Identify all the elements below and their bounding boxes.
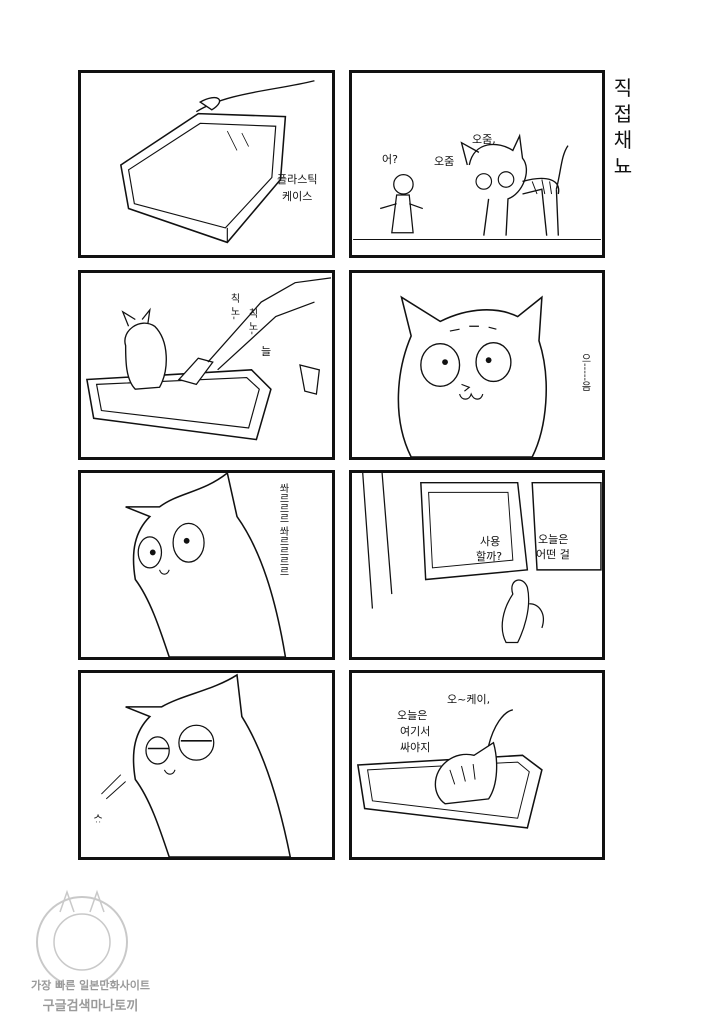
speech-oneul-2: 어떤 걸 [536, 548, 570, 561]
panel-8: 오~케이, 오늘은 여기서 싸야지 [349, 670, 605, 860]
page-title: 직 접 채 뇨 [612, 75, 636, 179]
case-label-line2: 케이스 [282, 190, 313, 203]
speech-here-3: 싸야지 [400, 741, 431, 754]
watermark-line2: 구글검색마나토끼 [42, 999, 139, 1014]
panel-4: 으-----음 [349, 270, 605, 460]
speech-sayong-1: 사용 [480, 535, 501, 548]
panel-2: 어? 오줌 오줌, [349, 70, 605, 258]
panel-3: 칙 노- 칙 노- 늘 [78, 270, 335, 460]
title-char-4: 뇨 [613, 154, 635, 178]
cat-in-box-illustration [356, 709, 543, 829]
panel-1: 플라스틱 케이스 [78, 70, 335, 258]
speech-okay: 오~케이, [447, 693, 491, 706]
sfx-swareureu: 쏴르르르 쏴르르르르 [277, 483, 288, 577]
title-char-3: 채 [613, 128, 635, 152]
person-and-cat-illustration [353, 133, 601, 240]
speech-oneul-1: 오늘은 [538, 533, 569, 546]
sfx-small: ᄉᆢ [93, 813, 104, 826]
cat-in-litter-box-illustration [85, 277, 332, 441]
sfx-chikno-a: 칙 노- [228, 293, 239, 320]
cat-face-closeup-illustration [397, 295, 547, 457]
watermark-line1: 가장 빠른 일본만화사이트 [31, 979, 150, 992]
two-litter-boxes-illustration [362, 473, 602, 644]
speech-eum: 으-----음 [579, 353, 590, 392]
watermark-mascot-icon [36, 889, 128, 982]
sfx-chikno-b: 칙 노- [246, 308, 257, 335]
speech-ojum-b: 오줌, [472, 133, 496, 146]
title-char-1: 직 [613, 76, 635, 100]
speech-here-2: 여기서 [400, 725, 431, 738]
speech-sayong-2: 할까? [476, 550, 503, 563]
plastic-case-illustration [119, 80, 315, 244]
watermark: 가장 빠른 일본만화사이트 구글검색마나토끼 [2, 882, 172, 1017]
panel-6: 사용 할까? 오늘은 어떤 걸 [349, 470, 605, 660]
title-char-2: 접 [613, 102, 635, 126]
panel-5: 쏴르르르 쏴르르르르 [78, 470, 335, 660]
speech-eo: 어? [382, 153, 398, 166]
case-label-line1: 플라스틱 [277, 173, 318, 186]
panel-7: ᄉᆢ [78, 670, 335, 860]
cat-squinting-illustration [101, 673, 292, 857]
cat-peeing-illustration [125, 473, 287, 657]
speech-here-1: 오늘은 [397, 709, 428, 722]
speech-ojum-a: 오줌 [434, 155, 455, 168]
sfx-neul: 늘 [261, 345, 272, 358]
